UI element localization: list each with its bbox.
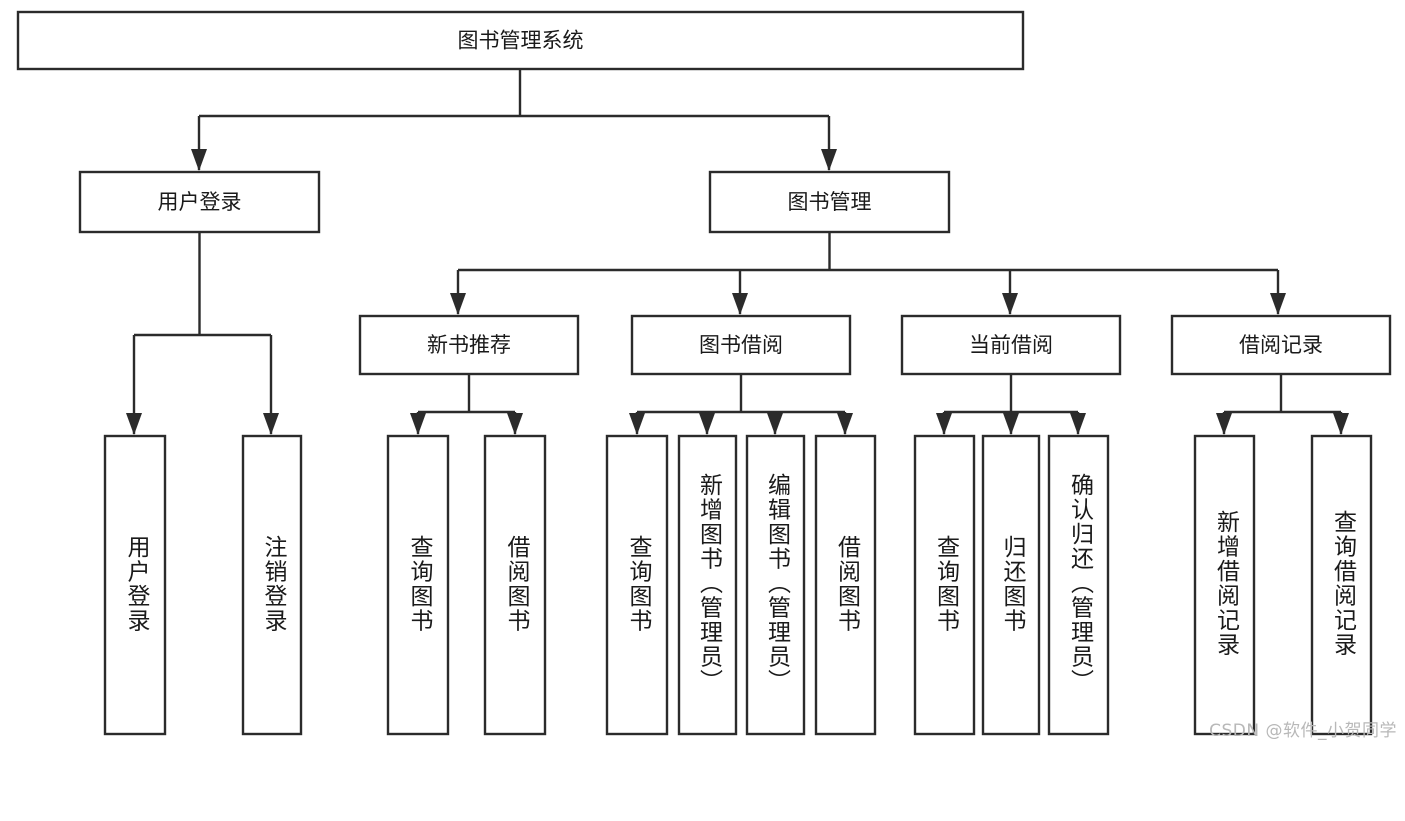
node-box-borrow-record[interactable] <box>1170 314 1392 376</box>
arrow-head-icon <box>410 413 426 435</box>
arrow-head-icon <box>507 413 523 435</box>
node-box-leaf-query-borrow-record[interactable] <box>1310 434 1373 736</box>
arrow-head-icon <box>1002 293 1018 315</box>
node-box-leaf-query-book-2[interactable] <box>605 434 669 736</box>
node-label-root: 图书管理系统 <box>458 29 584 53</box>
arrow-head-icon <box>821 149 837 171</box>
node-box-leaf-borrow-book-1[interactable] <box>483 434 547 736</box>
arrow-head-icon <box>191 149 207 171</box>
arrow-head-icon <box>1070 413 1086 435</box>
arrow-head-icon <box>732 293 748 315</box>
arrow-head-icon <box>699 413 715 435</box>
arrow-head-icon <box>1270 293 1286 315</box>
node-box-new-book-recommend[interactable] <box>358 314 580 376</box>
node-label-user-login: 用户登录 <box>158 190 242 214</box>
arrow-head-icon <box>450 293 466 315</box>
watermark-text: CSDN @软件_小贺同学 <box>1209 721 1397 741</box>
node-box-leaf-edit-book-admin[interactable] <box>745 434 806 736</box>
arrow-head-icon <box>1333 413 1349 435</box>
arrow-head-icon <box>126 413 142 435</box>
arrow-head-icon <box>1216 413 1232 435</box>
node-box-leaf-add-book-admin[interactable] <box>677 434 738 736</box>
node-label-borrow-record: 借阅记录 <box>1239 333 1323 357</box>
node-label-book-manage: 图书管理 <box>788 190 872 214</box>
connectors-layer <box>126 69 1349 435</box>
node-box-leaf-borrow-book-2[interactable] <box>814 434 877 736</box>
node-box-book-borrow[interactable] <box>630 314 852 376</box>
arrow-head-icon <box>1003 413 1019 435</box>
arrow-head-icon <box>629 413 645 435</box>
node-label-book-borrow: 图书借阅 <box>699 333 783 357</box>
node-box-leaf-query-book-3[interactable] <box>913 434 976 736</box>
node-box-leaf-logout-login[interactable] <box>241 434 303 736</box>
node-box-leaf-confirm-return-admin[interactable] <box>1047 434 1110 736</box>
arrow-head-icon <box>837 413 853 435</box>
node-box-user-login[interactable] <box>78 170 321 234</box>
node-box-current-borrow[interactable] <box>900 314 1122 376</box>
arrow-head-icon <box>263 413 279 435</box>
node-label-new-book-recommend: 新书推荐 <box>427 333 511 357</box>
node-box-leaf-return-book[interactable] <box>981 434 1041 736</box>
node-label-current-borrow: 当前借阅 <box>969 333 1053 357</box>
arrow-head-icon <box>936 413 952 435</box>
node-box-root[interactable] <box>16 10 1025 71</box>
node-box-leaf-query-book-1[interactable] <box>386 434 450 736</box>
node-box-leaf-add-borrow-record[interactable] <box>1193 434 1256 736</box>
node-box-book-manage[interactable] <box>708 170 951 234</box>
node-box-leaf-user-login[interactable] <box>103 434 167 736</box>
diagram-root: 图书管理系统用户登录图书管理新书推荐图书借阅当前借阅借阅记录 用户登录注销登录查… <box>16 10 1397 741</box>
arrow-head-icon <box>767 413 783 435</box>
